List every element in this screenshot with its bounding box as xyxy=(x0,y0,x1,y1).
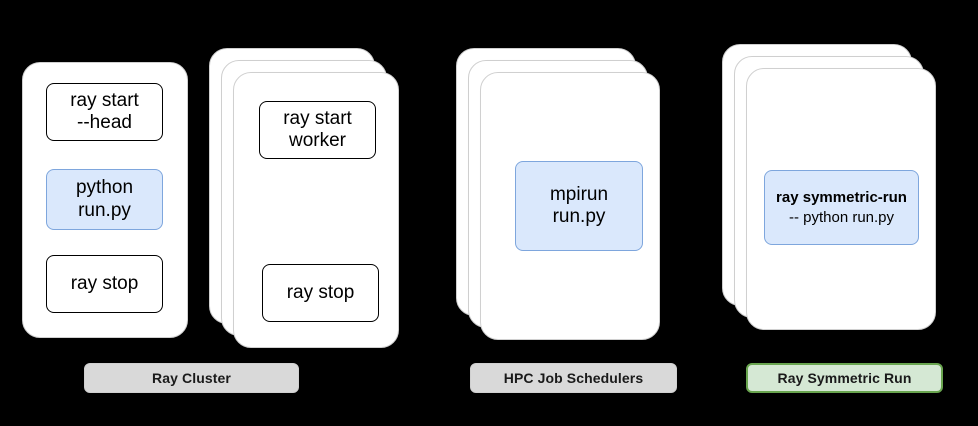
command-line-2: --head xyxy=(77,112,132,133)
group-label-text: Ray Cluster xyxy=(152,370,231,386)
command-box-python-run-py[interactable]: python run.py xyxy=(46,169,163,230)
group-label-text: HPC Job Schedulers xyxy=(503,370,644,386)
group-label-ray-symmetric-run[interactable]: Ray Symmetric Run xyxy=(746,363,943,393)
command-line-1: ray start xyxy=(283,107,352,129)
command-line-1: mpirun xyxy=(549,183,609,205)
command-box-ray-start-worker[interactable]: ray start worker xyxy=(259,101,376,159)
command-line-2: worker xyxy=(288,130,346,151)
command-line-1: ray symmetric-run xyxy=(776,189,907,206)
command-box-ray-stop-worker[interactable]: ray stop xyxy=(262,264,379,322)
group-label-ray-cluster[interactable]: Ray Cluster xyxy=(84,363,299,393)
command-line-1: python xyxy=(75,177,134,199)
command-box-ray-symmetric-run[interactable]: ray symmetric-run -- python run.py xyxy=(764,170,919,245)
command-line-1: ray stop xyxy=(286,281,355,303)
command-line-2: -- python run.py xyxy=(788,208,895,226)
command-box-ray-stop-head[interactable]: ray stop xyxy=(46,255,163,313)
group-label-text: Ray Symmetric Run xyxy=(777,370,912,386)
group-label-hpc-job-schedulers[interactable]: HPC Job Schedulers xyxy=(470,363,677,393)
command-line-2: run.py xyxy=(78,199,131,221)
command-line-1: ray start xyxy=(70,89,139,111)
command-line-1: ray stop xyxy=(70,272,139,294)
command-line-2: run.py xyxy=(552,206,606,227)
command-box-mpirun-run-py[interactable]: mpirun run.py xyxy=(515,161,643,251)
command-box-ray-start-head[interactable]: ray start --head xyxy=(46,83,163,141)
